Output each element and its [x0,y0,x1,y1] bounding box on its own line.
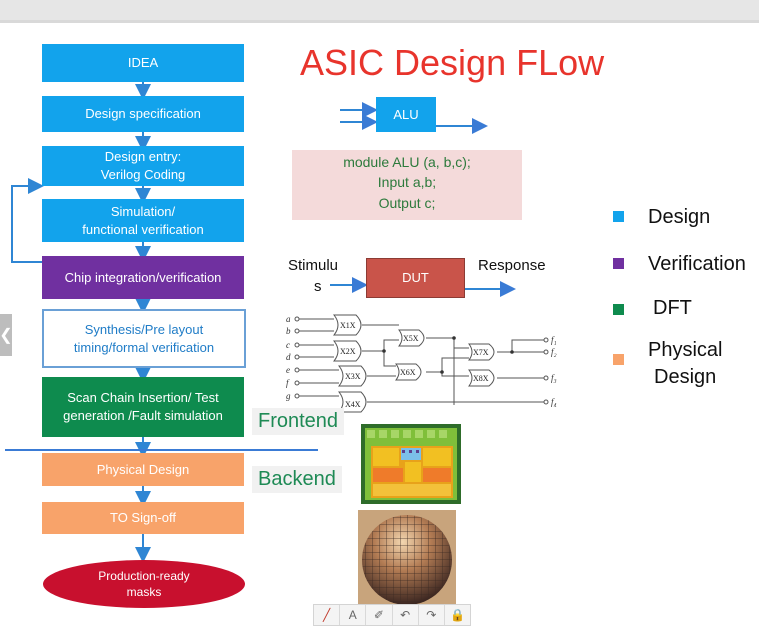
circuit-input-f: f [286,378,290,388]
stimulus-label-line1: Stimulu [288,257,339,274]
gate-x2x: X2X [340,347,356,356]
gate-x4x: X4X [345,400,361,409]
flow-synthesis-line2: timing/formal verification [73,339,215,355]
gate-x1x: X1X [340,321,356,330]
undo-button[interactable]: ↶ [393,605,419,625]
circuit-output-f1: f₁ [551,335,557,345]
flow-scan-chain: Scan Chain Insertion/ Test generation /F… [42,377,244,437]
previous-slide-button[interactable]: ❮ [0,314,13,356]
pen-tool-button[interactable]: ╱ [314,605,341,625]
chevron-left-icon: ❮ [0,327,13,344]
chip-layout-image [361,424,461,504]
alu-block-label: ALU [393,106,419,122]
flow-synthesis-line1: Synthesis/Pre layout [84,321,204,337]
verilog-code-box: module ALU (a, b,c); Input a,b; Output c… [292,150,522,220]
legend-verification-label: Verification [648,253,746,275]
flow-design-spec-label: Design specification [85,106,201,122]
flow-masks-line2: masks [126,585,162,599]
flow-chip-integration-label: Chip integration/verification [64,269,222,285]
response-label: Response [478,257,546,274]
gate-x8x: X8X [473,374,489,383]
page-title: ASIC Design FLow [300,42,605,83]
eraser-tool-button[interactable]: ✐ [366,605,393,625]
gate-x3x: X3X [345,372,361,381]
flow-idea: IDEA [42,44,244,82]
flow-physical-design: Physical Design [42,453,244,486]
flow-design-entry: Design entry: Verilog Coding [42,146,244,186]
legend-dft-swatch [613,304,624,315]
circuit-input-g: g [286,391,291,401]
redo-button[interactable]: ↷ [419,605,445,625]
backend-tag: Backend [252,466,342,493]
circuit-input-d: d [286,352,291,362]
legend-dft-label: DFT [653,297,692,319]
dut-block-label: DUT [402,270,429,286]
flow-chip-integration: Chip integration/verification [42,256,244,299]
flow-physical-design-label: Physical Design [96,461,190,477]
code-line-2: Input a,b; [377,174,437,191]
flow-design-entry-line1: Design entry: [104,149,182,165]
circuit-output-f3: f₃ [551,373,557,383]
circuit-input-a: a [286,314,291,324]
flow-simulation-line1: Simulation/ [110,203,176,219]
code-line-1: module ALU (a, b,c); [343,154,471,170]
circuit-output-f2: f₂ [551,347,557,357]
gate-x6x: X6X [400,368,416,377]
lock-icon[interactable]: 🔒 [449,608,465,622]
flow-simulation: Simulation/ functional verification [42,199,244,242]
legend-physical-swatch [613,354,624,365]
flow-masks-line1: Production-ready [98,568,190,583]
gate-x7x: X7X [473,348,489,357]
legend-physical-label: Physical [648,339,723,361]
legend-design-label: Design [648,206,711,228]
logic-circuit: a b c d e f g X1X X2X X3X X4X X5X X6X X7… [286,314,557,413]
flow-design-spec: Design specification [42,96,244,132]
flow-scan-chain-line1: Scan Chain Insertion/ Test [67,390,219,406]
circuit-input-c: c [286,340,290,350]
top-bar [0,0,759,20]
circuit-input-b: b [286,326,291,336]
frontend-tag: Frontend [252,408,345,435]
legend-verification-swatch [613,258,624,269]
top-bar-shadow [0,20,759,23]
flow-signoff-label: TO Sign-off [110,510,176,526]
legend-physical-label-2: Design [654,366,717,388]
flow-idea-label: IDEA [127,55,159,71]
flow-design-entry-line2: Verilog Coding [100,167,186,182]
legend-design-swatch [613,211,624,222]
flow-simulation-line2: functional verification [82,221,204,237]
flow-synthesis: Synthesis/Pre layout timing/formal verif… [42,309,246,368]
text-tool-button[interactable]: A [340,605,367,625]
circuit-input-e: e [286,365,290,375]
flow-signoff: TO Sign-off [42,502,244,534]
stimulus-label-line2: s [314,278,322,295]
gate-x5x: X5X [403,334,419,343]
dut-block: DUT [366,258,465,298]
flow-production-masks: Production-ready masks [43,560,245,608]
flow-scan-chain-line2: generation /Fault simulation [63,408,223,423]
circuit-output-f4: f₄ [551,397,557,407]
annotation-toolbar: ╱ A ✐ ↶ ↷ 🔒 [313,604,471,626]
alu-block: ALU [376,97,436,132]
code-line-3: Output c; [378,194,436,211]
wafer-image [358,510,456,607]
